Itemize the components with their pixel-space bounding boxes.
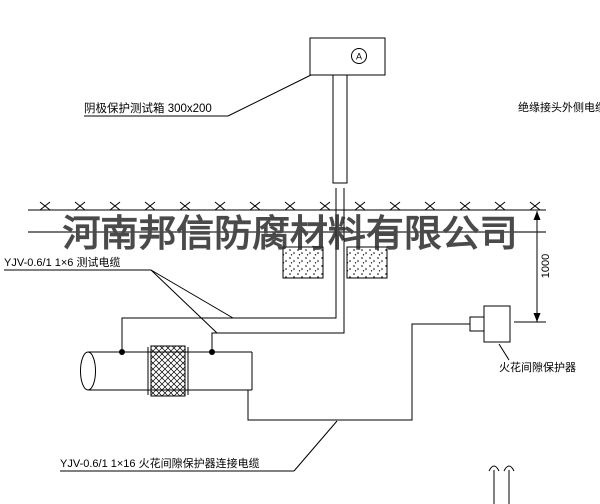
label-test-cable: YJV-0.6/1 1×6 测试电缆 [4,256,234,334]
spark-gap-connection-cable [247,323,470,421]
concrete-block-left [282,246,324,279]
cable-weld-left [119,349,125,355]
ground-hatch-marks [39,201,541,211]
dimension-arrow-bottom [533,313,541,322]
dimension-arrow-top [533,211,541,220]
label-connection-cable: YJV-0.6/1 1×16 火花间隙保护器连接电缆 [60,420,338,472]
dimension-text: 1000 [540,254,552,278]
pipe-break-symbol [488,465,515,504]
test-cable-right [211,252,345,352]
conduit-riser [332,74,348,252]
label-test-box-text: 阴极保护测试箱 300x200 [84,101,212,115]
label-test-cable-text: YJV-0.6/1 1×6 测试电缆 [4,256,120,269]
cable-weld-right [209,349,215,355]
leader-test-box [227,74,312,117]
dimension-1000: 1000 [514,211,552,323]
watermark-text: 河南邦信防腐材料有限公司 [63,213,518,254]
pipe-end-cap [80,351,96,391]
concrete-block-right [346,246,388,279]
label-connection-cable-text: YJV-0.6/1 1×16 火花间隙保护器连接电缆 [60,456,260,470]
leader-spark-gap [498,343,510,361]
ammeter-label: A [356,52,362,62]
label-spark-gap: 火花间隙保护器 [498,343,576,374]
test-box: A [309,37,386,76]
watermark: 河南邦信防腐材料有限公司 [28,213,546,254]
label-outer-cable: 绝缘接头外侧电缆 [518,100,600,114]
ammeter-symbol [351,48,367,64]
leader-connection-cable [293,420,338,472]
test-cable-left [121,252,337,352]
insulating-joint [150,345,186,397]
pipeline [80,345,253,397]
label-spark-gap-text: 火花间隙保护器 [499,360,576,374]
spark-gap-protector [469,305,511,343]
label-test-box: 阴极保护测试箱 300x200 [84,74,312,117]
leader-test-cable-2 [150,269,218,334]
leader-test-cable-1 [150,269,234,319]
